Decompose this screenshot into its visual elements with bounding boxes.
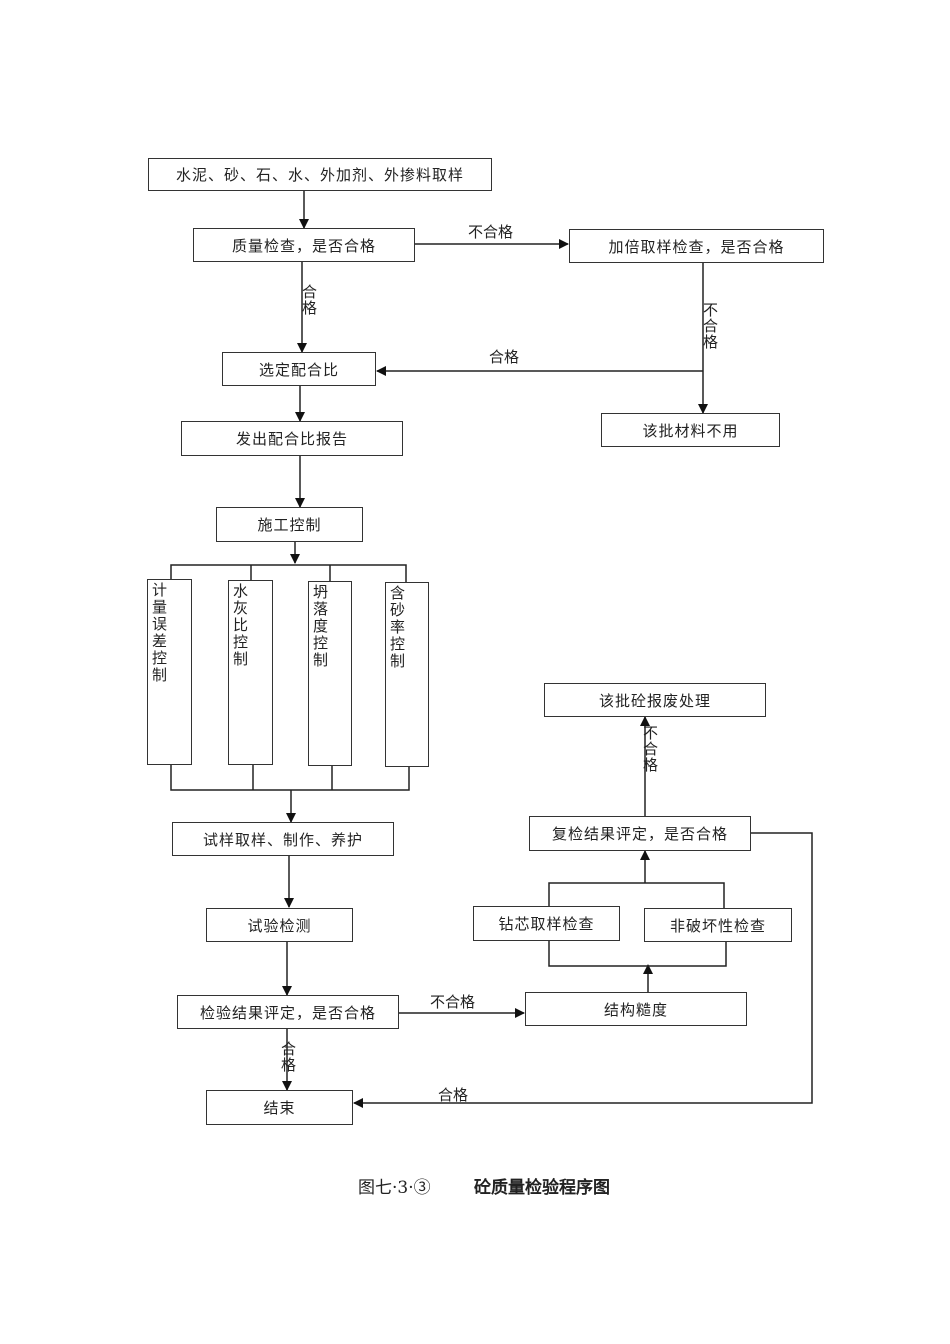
- arrow-recheck-to-end: [353, 832, 813, 1108]
- node-control-slump: 坍落度控制: [308, 581, 352, 766]
- node-quality-check: 质量检查，是否合格: [193, 228, 415, 262]
- node-control-metering: 计量误差控制: [147, 579, 192, 765]
- node-testing: 试验检测: [206, 908, 353, 942]
- branch-bus-top: [170, 564, 407, 583]
- node-concrete-scrap: 该批砼报废处理: [544, 683, 766, 717]
- node-core-sampling: 钻芯取样检查: [473, 906, 620, 941]
- node-material-reject: 该批材料不用: [601, 413, 780, 447]
- checks-bus-bottom: [548, 940, 727, 967]
- figure-caption: 图七·3·③ 砼质量检验程序图: [358, 1173, 610, 1198]
- node-control-water-cement: 水灰比控制: [228, 580, 273, 765]
- control-metering-label: 计量误差控制: [152, 581, 168, 684]
- edge-label-pass: 合格: [489, 348, 520, 366]
- node-double-sampling: 加倍取样检查，是否合格: [569, 229, 824, 263]
- edge-label-fail: 不合格: [468, 223, 514, 241]
- node-select-mix: 选定配合比: [222, 352, 376, 386]
- edge-label-pass: 合格: [302, 283, 318, 317]
- figure-title: 砼质量检验程序图: [474, 1178, 611, 1198]
- control-water-cement-label: 水灰比控制: [233, 582, 249, 668]
- edge-label-pass: 合格: [438, 1086, 469, 1104]
- figure-number: 图七·3·③: [358, 1178, 431, 1198]
- node-specimen: 试样取样、制作、养护: [172, 822, 394, 856]
- edge-label-fail: 不合格: [430, 993, 476, 1011]
- node-end: 结束: [206, 1090, 353, 1125]
- branch-bus-bottom: [170, 764, 410, 791]
- node-recheck-eval: 复检结果评定，是否合格: [529, 816, 751, 851]
- control-slump-label: 坍落度控制: [313, 583, 329, 669]
- control-sand-ratio-label: 含砂率控制: [390, 584, 406, 670]
- edge-label-fail: 不合格: [643, 724, 659, 774]
- node-nondestructive: 非破坏性检查: [644, 908, 792, 942]
- node-control-sand-ratio: 含砂率控制: [385, 582, 429, 767]
- checks-bus-top: [548, 882, 725, 908]
- node-mix-report: 发出配合比报告: [181, 421, 403, 456]
- edge-label-pass: 合格: [281, 1040, 297, 1074]
- edge-label-fail: 不合格: [703, 301, 719, 351]
- node-result-eval: 检验结果评定，是否合格: [177, 995, 399, 1029]
- node-sampling: 水泥、砂、石、水、外加剂、外掺料取样: [148, 158, 492, 191]
- node-construction-control: 施工控制: [216, 507, 363, 542]
- node-structural-strength: 结构糙度: [525, 992, 747, 1026]
